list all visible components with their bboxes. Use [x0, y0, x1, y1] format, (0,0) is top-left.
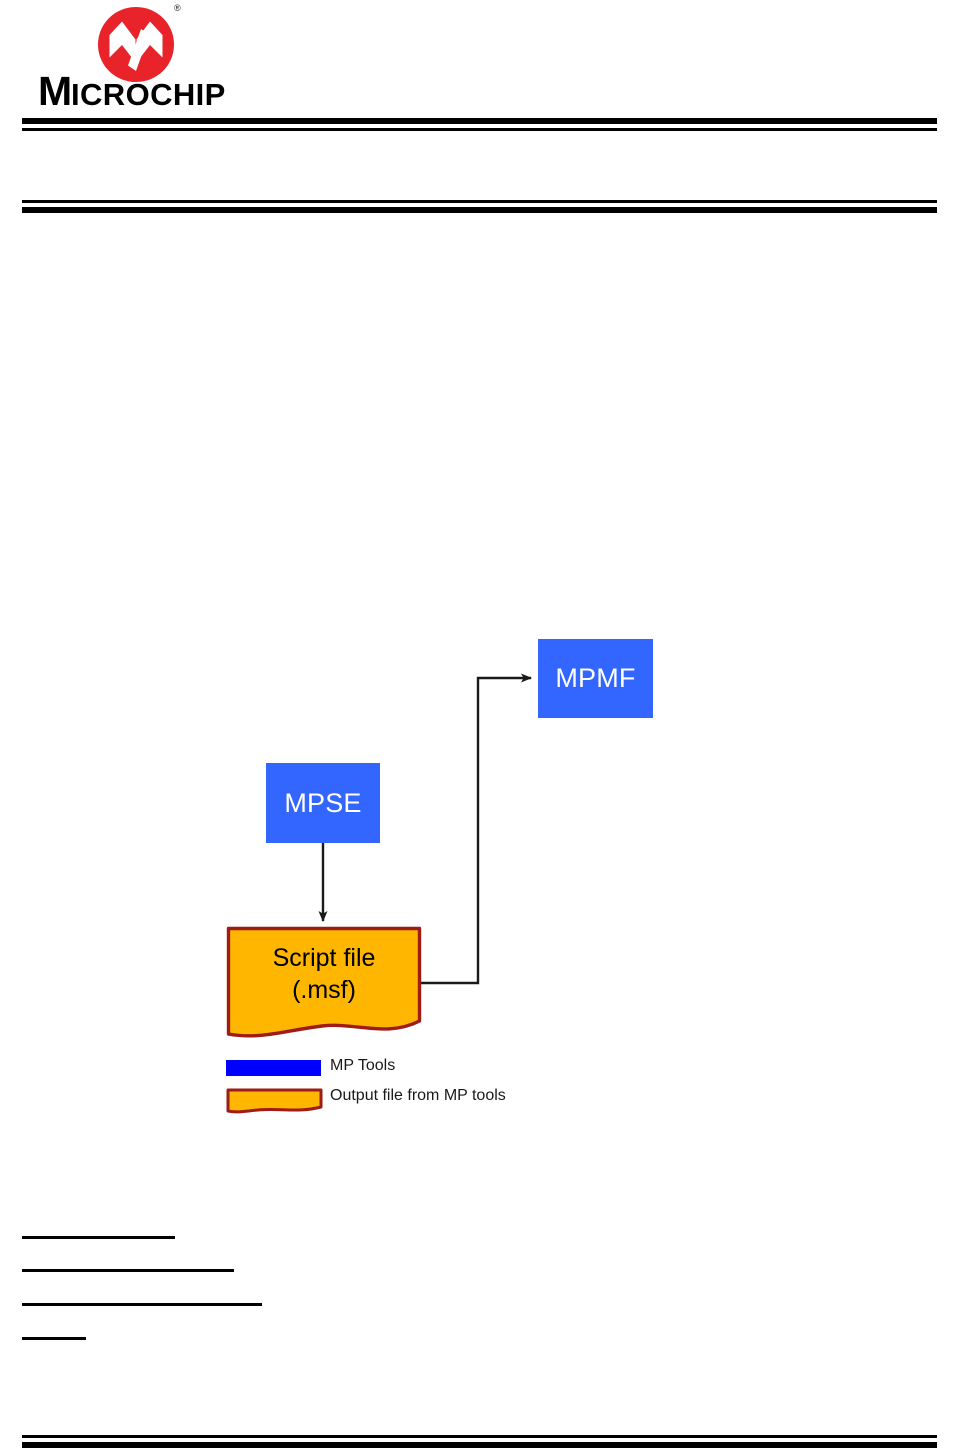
flow-node-script-file-label: Script file (.msf)	[226, 942, 422, 1006]
microchip-logo: ® M ICROCHIP	[38, 2, 268, 115]
footnote-rule-3	[22, 1303, 262, 1306]
svg-text:M: M	[38, 70, 72, 112]
diagram-legend: MP Tools Output file from MP tools	[226, 1057, 646, 1117]
footnote-rule-1	[22, 1236, 175, 1239]
microchip-wordmark: M ICROCHIP	[38, 68, 266, 114]
svg-text:ICROCHIP: ICROCHIP	[71, 77, 226, 112]
header-rule-thin-top	[22, 128, 937, 131]
legend-swatch-blue-icon	[226, 1060, 321, 1076]
flow-node-mpse[interactable]: MPSE	[266, 763, 380, 843]
legend-label-mp-tools: MP Tools	[330, 1057, 396, 1074]
flow-node-mpse-label: MPSE	[284, 787, 362, 818]
footnote-rule-4	[22, 1337, 86, 1340]
registered-trademark-icon: ®	[174, 3, 181, 13]
footnote-rule-2	[22, 1269, 234, 1272]
script-file-label-line-2: (.msf)	[292, 976, 356, 1004]
header-rule-thin-bottom	[22, 200, 937, 203]
header-rule-thick-top	[22, 118, 937, 124]
legend-item-mp-tools: MP Tools	[226, 1057, 646, 1087]
legend-swatch-document-icon	[226, 1088, 323, 1114]
header-rule-thick-bottom	[22, 207, 937, 213]
legend-item-output-file: Output file from MP tools	[226, 1087, 646, 1117]
footer-rule-thin	[22, 1435, 937, 1438]
microchip-logo-icon	[95, 5, 177, 83]
flow-node-mpmf[interactable]: MPMF	[538, 639, 653, 718]
script-file-label-line-1: Script file	[272, 944, 376, 972]
flow-node-script-file[interactable]	[226, 926, 422, 1042]
legend-label-output-file: Output file from MP tools	[330, 1087, 506, 1104]
flow-node-mpmf-label: MPMF	[555, 663, 636, 693]
footer-rule-thick	[22, 1442, 937, 1448]
